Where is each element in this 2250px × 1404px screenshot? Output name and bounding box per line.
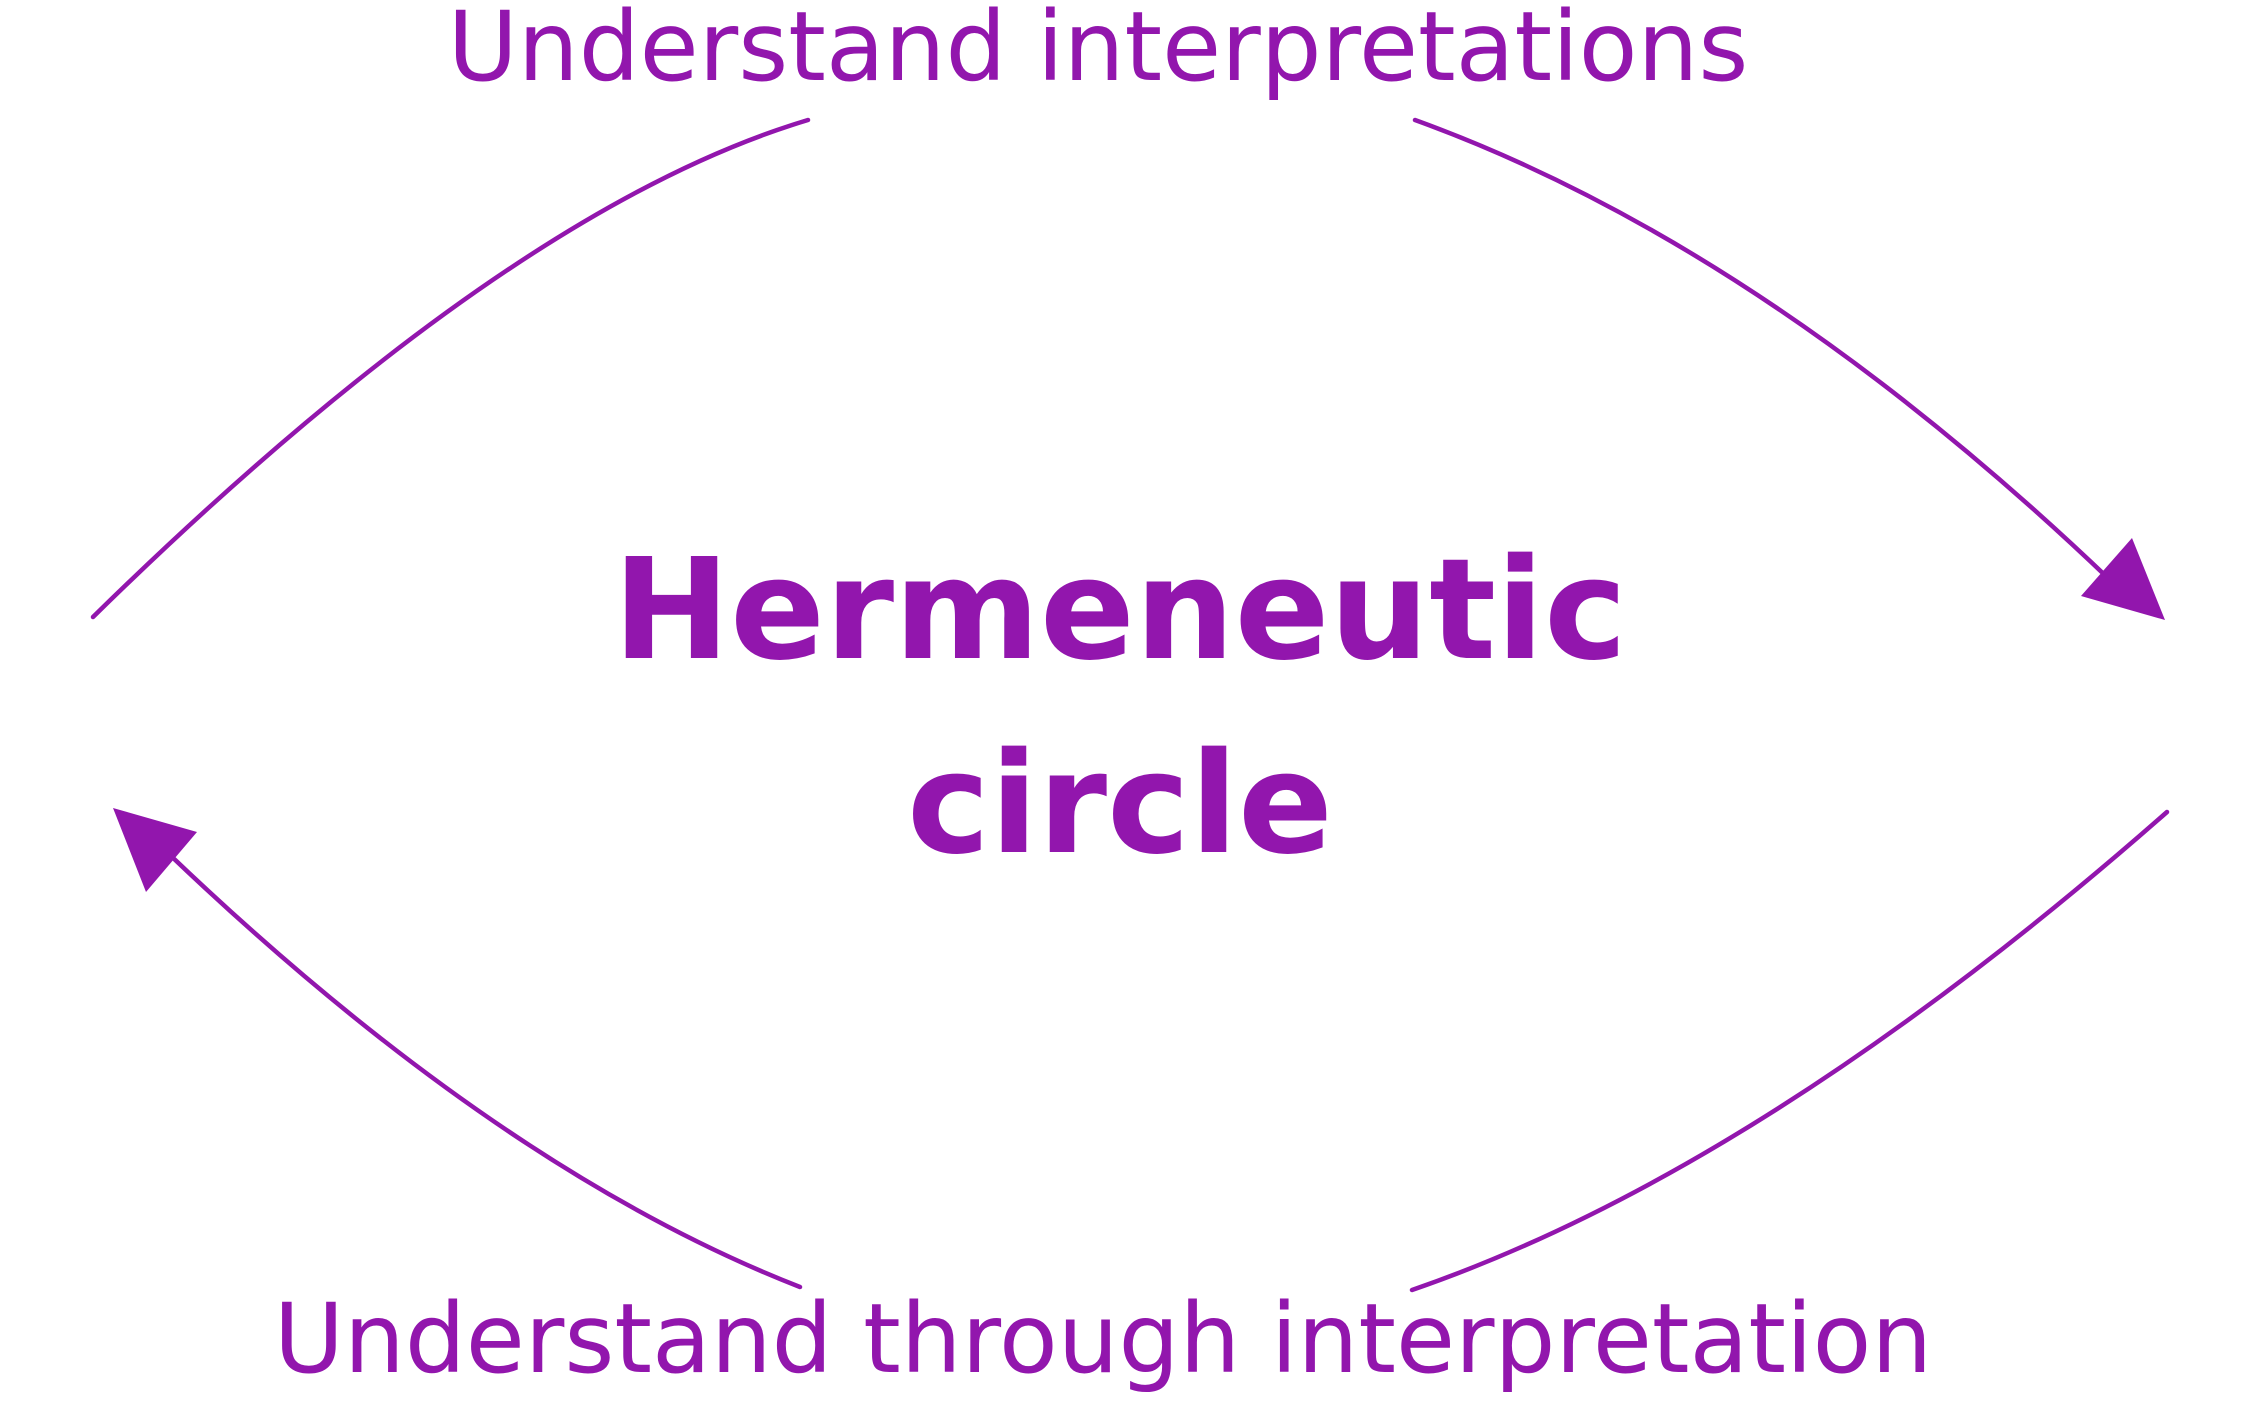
arc-bottom-left (167, 852, 803, 1290)
arc-top-left (90, 117, 811, 620)
arrowhead-left (113, 808, 197, 892)
center-title-line2: circle (907, 723, 1333, 886)
arc-top-right (1412, 117, 2113, 583)
center-title-line1: Hermeneutic (613, 529, 1627, 692)
arrowhead-right (2081, 538, 2165, 620)
top-label: Understand interpretations (448, 0, 1749, 103)
bottom-label: Understand through interpretation (274, 1283, 1932, 1395)
arc-bottom-right (1409, 809, 2170, 1293)
